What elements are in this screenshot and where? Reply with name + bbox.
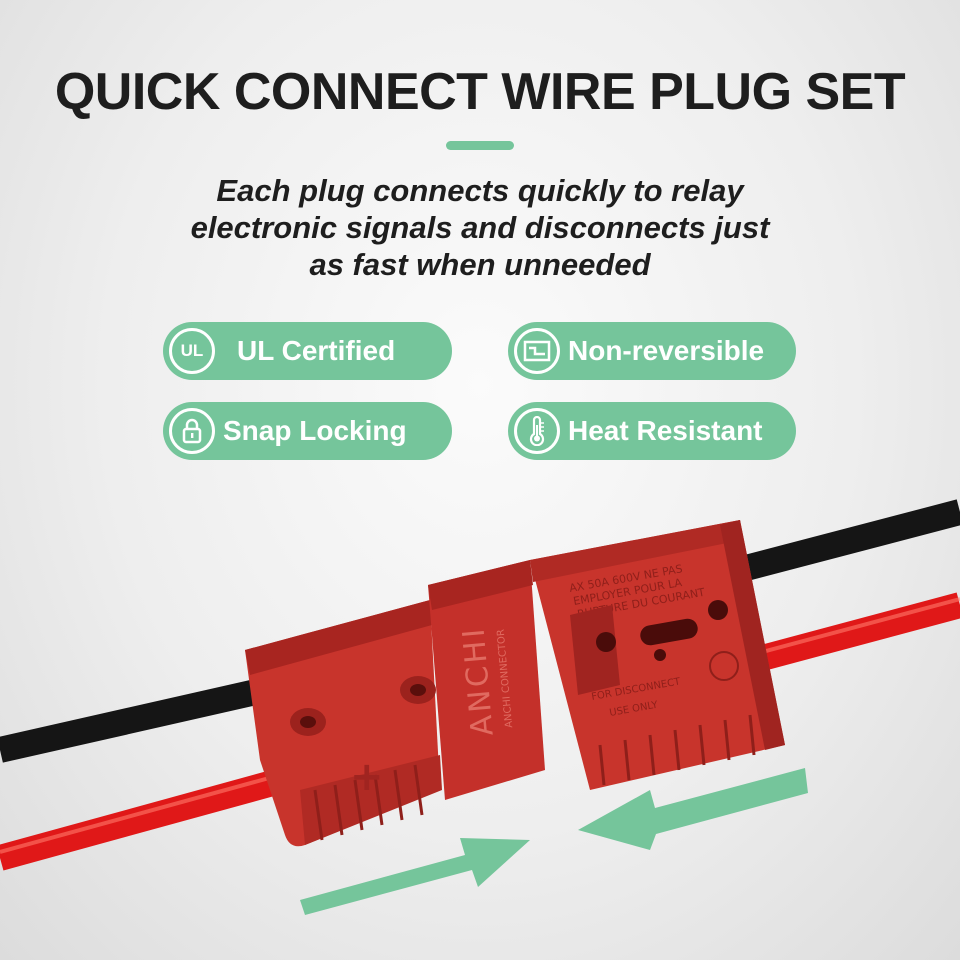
left-connector: +: [245, 600, 442, 847]
page-title: QUICK CONNECT WIRE PLUG SET: [54, 63, 906, 121]
subtitle-line-1: Each plug connects quickly to relay: [216, 173, 744, 208]
red-wire-left: [0, 757, 324, 871]
subtitle: Each plug connects quickly to relay elec…: [150, 172, 810, 283]
badge-snap-locking: Snap Locking: [163, 402, 452, 460]
badge-label: Non-reversible: [568, 335, 765, 366]
polarity-mark: +: [350, 754, 384, 800]
title-divider: [446, 141, 514, 150]
ul-mark-icon: UL: [169, 328, 215, 374]
subtitle-line-2: electronic signals and disconnects just: [190, 210, 770, 245]
ul-mark-text: UL: [180, 341, 204, 360]
badge-non-reversible: Non-reversible: [508, 322, 796, 380]
arrow-push-right-icon: [300, 838, 530, 915]
badge-label: Snap Locking: [223, 415, 407, 446]
padlock-icon: [169, 408, 215, 454]
right-connector: AX 50A 600V NE PAS EMPLOYER POUR LA RUPT…: [530, 520, 785, 790]
badge-ul-certified: UL UL Certified: [163, 322, 452, 380]
badge-label: UL Certified: [237, 335, 396, 366]
red-wire-right: [736, 592, 960, 677]
arrow-push-left-icon: [578, 768, 808, 850]
connector-product-illustration: + ANCHI ANCHI CONNECTOR AX 50A 600V NE P…: [0, 499, 960, 915]
badge-label: Heat Resistant: [568, 415, 763, 446]
subtitle-line-3: as fast when unneeded: [309, 247, 651, 282]
badge-heat-resistant: Heat Resistant: [508, 402, 796, 460]
black-wire-left: [0, 669, 303, 763]
connector-brand-block: ANCHI ANCHI CONNECTOR: [428, 560, 545, 800]
thermometer-icon: [514, 408, 560, 454]
non-reversible-icon: [514, 328, 560, 374]
